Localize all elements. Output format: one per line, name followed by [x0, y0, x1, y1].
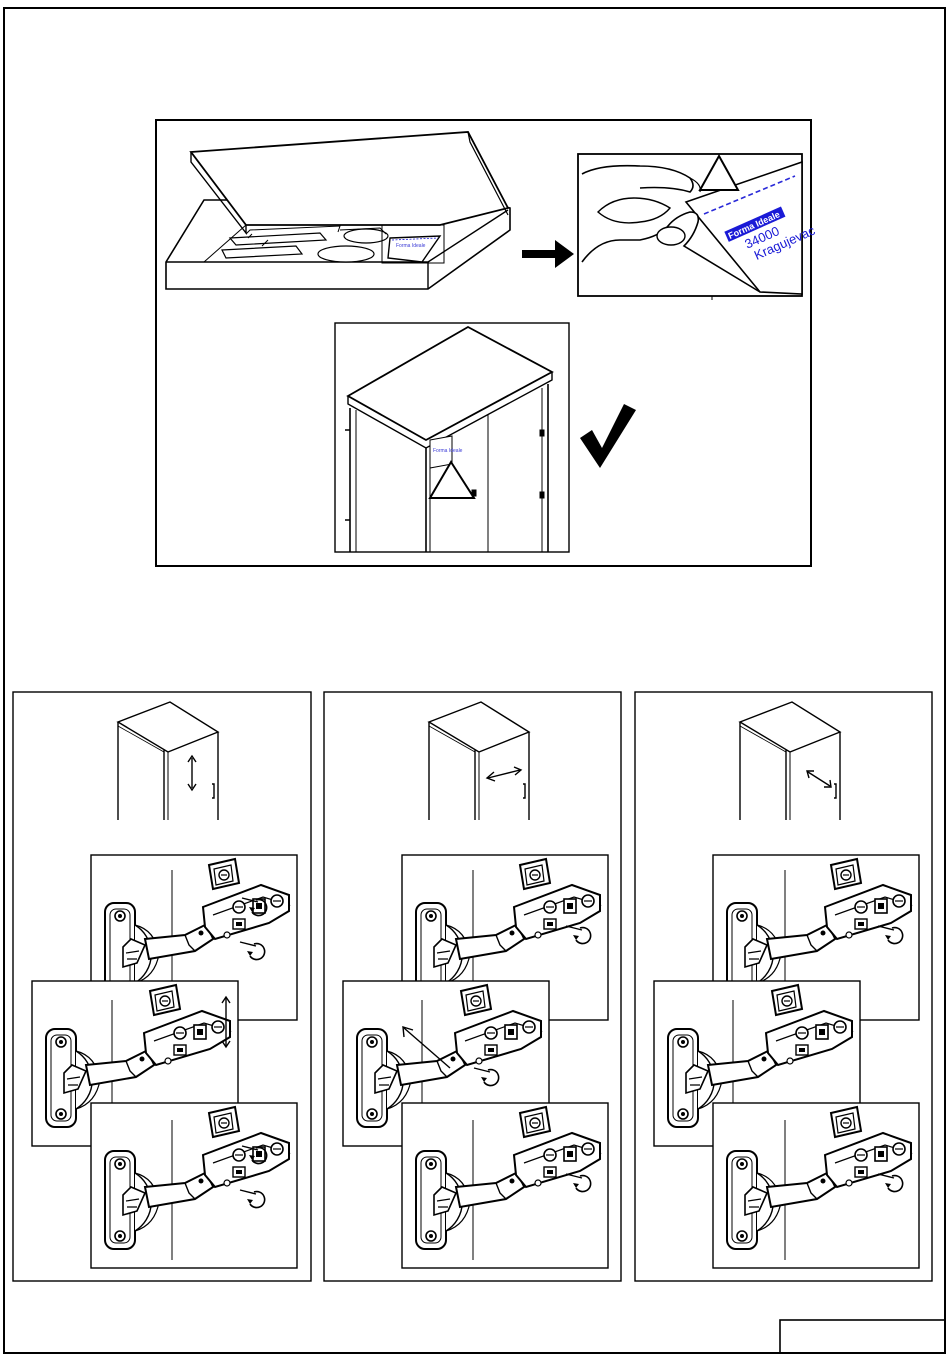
- wardrobe-label-text: Forma Ideale: [433, 448, 463, 454]
- diagonal-arrow-icon: [807, 771, 831, 787]
- panel-lateral-adjustment: [635, 692, 932, 1281]
- vertical-arrow-icon: [188, 756, 196, 790]
- page-number-box: [780, 1320, 945, 1353]
- panel-vertical-adjustment: [13, 692, 311, 1281]
- arrow-right-icon: [522, 240, 574, 268]
- box-label-text: Forma Ideale: [396, 243, 426, 249]
- panel-depth-adjustment: [324, 692, 621, 1281]
- check-mark-icon: [580, 404, 636, 468]
- open-box-illustration: [166, 132, 510, 289]
- horizontal-arrow-icon: [487, 767, 521, 781]
